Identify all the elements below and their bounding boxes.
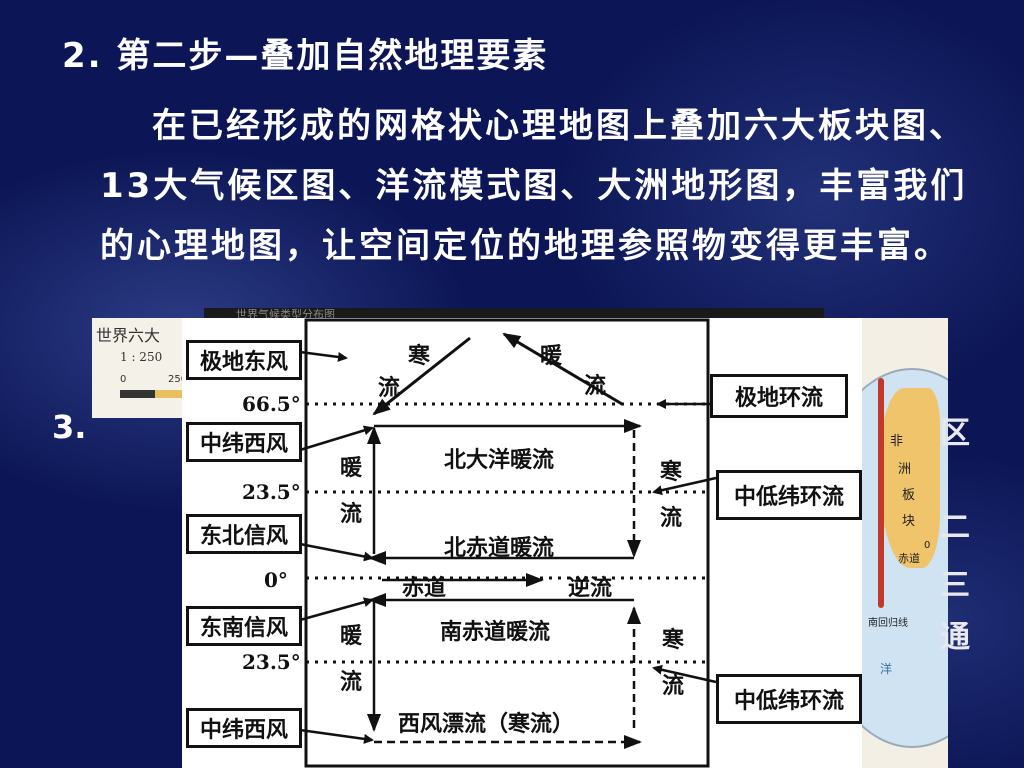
- scale-tick-0: 0: [120, 374, 127, 385]
- west-wind-drift-label: 西风漂流（寒流）: [398, 712, 575, 737]
- latitude-label-66: 66.5°: [242, 392, 301, 416]
- plate-boundary-line: [878, 378, 884, 608]
- warm-current-north-label: 暖流: [339, 456, 362, 527]
- africa-shape: [880, 388, 940, 568]
- plate-label-char: 洲: [898, 462, 912, 477]
- latitude-label-23s: 23.5°: [242, 650, 301, 674]
- plate-map-fragment: 非 洲 板 块 0 赤道 南回归线 洋: [862, 318, 948, 768]
- peek-char: 通: [940, 620, 970, 655]
- equator-label: 赤道: [898, 552, 920, 565]
- peek-char: 二: [940, 510, 970, 545]
- circulation-pointer: [652, 664, 717, 684]
- warm-current-arrow-top: [502, 332, 623, 406]
- wind-box-ne-trades: 东北信风: [186, 514, 302, 554]
- warm-current-label-top-a: 暖: [540, 344, 563, 369]
- wind-pointer: [299, 542, 374, 562]
- wind-pointer: [299, 425, 374, 452]
- cold-current-label-top-a: 寒: [408, 344, 431, 369]
- cold-current-label-top-b: 流: [378, 376, 401, 401]
- cold-current-south-label: 寒流: [661, 628, 684, 699]
- scale-bar: [120, 390, 190, 398]
- circulation-pointer: [652, 476, 717, 496]
- north-atlantic-label: 北大洋暖流: [444, 448, 555, 473]
- ocean-basin-frame: [304, 318, 710, 768]
- wind-pointer: [299, 597, 374, 622]
- diagram-lines: [299, 318, 717, 768]
- map-scale: 1 : 250: [120, 350, 163, 364]
- plate-label-char: 非: [890, 434, 904, 449]
- cold-current-arrow-top: [372, 336, 471, 416]
- south-equatorial-label: 南赤道暖流: [440, 620, 551, 645]
- plate-label-char: 板: [902, 488, 916, 503]
- tropic-label: 南回归线: [868, 618, 908, 629]
- cold-current-north-label: 寒流: [659, 460, 682, 531]
- circulation-box-polar: 极地环流: [710, 374, 848, 418]
- plate-label-char: 块: [902, 514, 916, 529]
- climate-map-strip: [204, 308, 824, 320]
- north-equatorial-label: 北赤道暖流: [444, 536, 555, 561]
- equatorial-counter-label-a: 赤道: [402, 576, 447, 601]
- slide-heading: 2. 第二步—叠加自然地理要素: [62, 36, 549, 76]
- slide-paragraph: 在已经形成的网格状心理地图上叠加六大板块图、13大气候区图、洋流模式图、大洲地形…: [100, 106, 968, 266]
- wind-box-westerlies-north: 中纬西风: [186, 422, 302, 462]
- circulation-box-low-mid-south: 中低纬环流: [716, 674, 862, 724]
- peek-char: 区: [940, 416, 970, 451]
- list-item-number: 3.: [52, 408, 87, 446]
- equatorial-counter-label-b: 逆流: [568, 576, 613, 601]
- wind-pointer: [299, 350, 348, 362]
- ocean-current-model-diagram: 极地东风 中纬西风 东北信风 东南信风 中纬西风 66.5° 23.5° 0° …: [182, 318, 862, 768]
- wind-box-polar-easterlies: 极地东风: [186, 340, 302, 380]
- scale-tick-250: 250: [168, 374, 188, 385]
- wind-pointer: [299, 728, 374, 744]
- wind-box-se-trades: 东南信风: [186, 606, 302, 646]
- latitude-label-0: 0°: [264, 568, 288, 592]
- map-zero-label: 0: [924, 540, 931, 551]
- warm-current-south-label: 暖流: [339, 624, 362, 695]
- ocean-label: 洋: [880, 662, 893, 676]
- climate-map-title: 世界气候类型分布图: [236, 308, 335, 321]
- warm-current-label-top-b: 流: [584, 374, 607, 399]
- circulation-box-low-mid-north: 中低纬环流: [716, 470, 862, 520]
- map-title: 世界六大: [96, 326, 161, 345]
- wind-box-westerlies-south: 中纬西风: [186, 708, 302, 748]
- peek-char: 三: [940, 568, 970, 603]
- latitude-label-23n: 23.5°: [242, 480, 301, 504]
